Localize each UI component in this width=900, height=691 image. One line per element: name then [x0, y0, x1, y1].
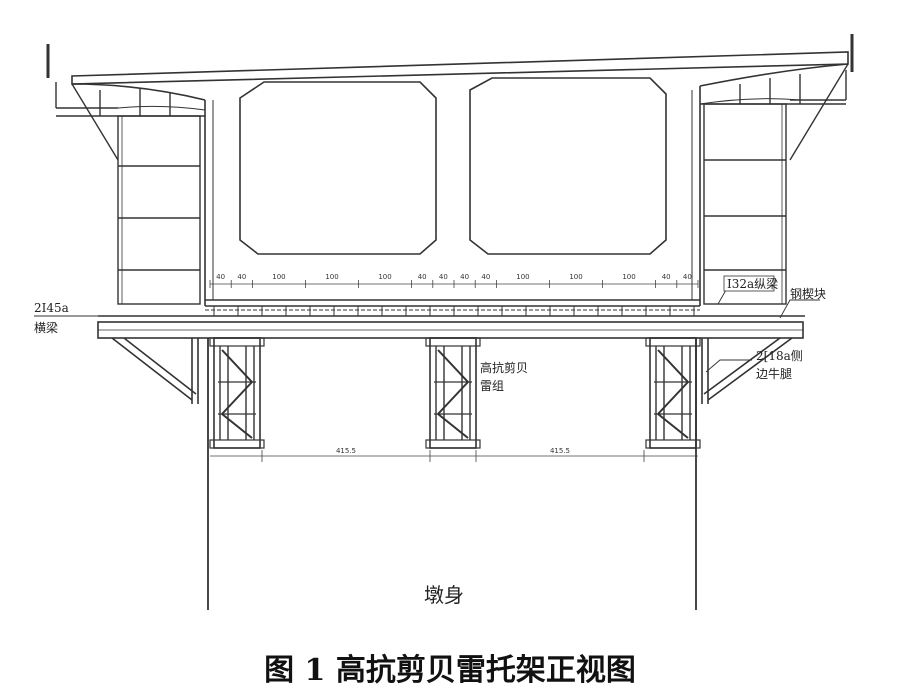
bailey-diagonal [437, 381, 469, 415]
bailey-outline [429, 337, 477, 449]
bottom-dimension-line [210, 450, 698, 462]
dim-label: 100 [516, 273, 529, 281]
dim-label: 40 [237, 273, 246, 281]
bailey-diagonal [657, 381, 689, 415]
bailey-diagonal [221, 413, 253, 439]
box-girder [71, 51, 849, 307]
dim-label: 40 [662, 273, 671, 281]
dim-label: 100 [272, 273, 285, 281]
dim-label: 40 [460, 273, 469, 281]
crossbeam [97, 321, 804, 339]
dim-label: 40 [481, 273, 490, 281]
bailey-diagonal [437, 413, 469, 439]
dim-label: 100 [622, 273, 635, 281]
right-formwork-frame [700, 34, 854, 305]
bailey-group-right [645, 337, 701, 449]
side-bracket-label-1: 2[18a侧 [756, 349, 803, 363]
bottom-span-left: 415.5 [336, 447, 356, 455]
bailey-diagonal [221, 349, 253, 383]
figure-caption: 图 1 高抗剪贝雷托架正视图 [264, 653, 636, 688]
dim-label: 100 [378, 273, 391, 281]
bailey-cap [425, 337, 481, 347]
bailey-base [645, 439, 701, 449]
bailey-diagonal [437, 349, 469, 383]
top-dimension-labels: 40 40 100 100 100 40 40 40 40 100 100 100 40 40 [209, 273, 699, 288]
side-bracket-label-2: 边牛腿 [756, 366, 792, 381]
dim-label: 40 [683, 273, 692, 281]
steel-wedge-label: 钢楔块 [790, 287, 826, 301]
longitudinal-beam-label-box [723, 275, 775, 292]
bailey-cap [209, 337, 265, 347]
bailey-group-label-1: 高抗剪贝 [480, 360, 528, 375]
bailey-diagonal [657, 349, 689, 383]
crossbeam-name-label: 2I45a [34, 301, 69, 315]
bailey-group-label-2: 雷组 [480, 379, 504, 393]
dim-label: 40 [418, 273, 427, 281]
bailey-outline [213, 337, 261, 449]
dim-label: 40 [216, 273, 225, 281]
bailey-base [209, 439, 265, 449]
pier-body [207, 338, 697, 610]
longitudinal-beam-label: I32a纵梁 [727, 276, 778, 291]
dim-label: 40 [439, 273, 448, 281]
bailey-outline [649, 337, 697, 449]
right-side-bracket [701, 337, 793, 404]
bailey-base [425, 439, 481, 449]
dim-label: 100 [325, 273, 338, 281]
left-side-bracket [111, 337, 199, 404]
bailey-group-middle [425, 337, 481, 449]
bailey-diagonal [221, 381, 253, 415]
bottom-span-right: 415.5 [550, 447, 570, 455]
left-formwork-frame [46, 44, 205, 305]
bailey-diagonal [657, 413, 689, 439]
pier-body-label: 墩身 [424, 583, 464, 607]
crossbeam-desc-label: 横梁 [34, 320, 58, 335]
bailey-cap [645, 337, 701, 347]
dim-label: 100 [569, 273, 582, 281]
longitudinal-beams [98, 306, 805, 317]
bailey-group-left [209, 337, 265, 449]
